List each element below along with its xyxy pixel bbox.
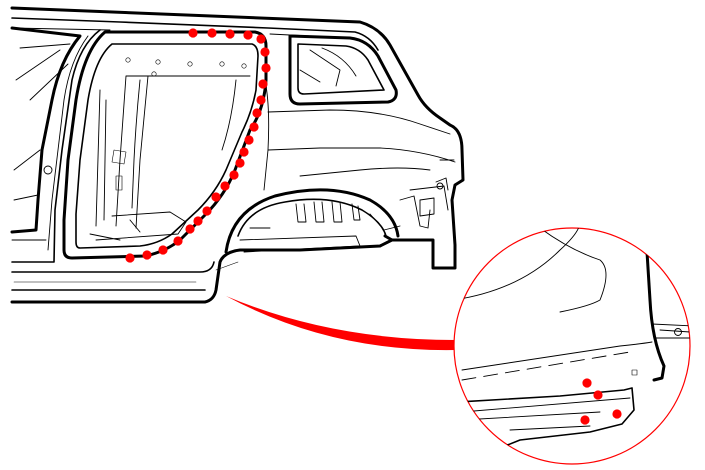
rear-hole xyxy=(436,182,444,190)
quarter-panel-crease xyxy=(267,109,456,177)
callout-leader xyxy=(226,296,455,351)
c-pillar-line xyxy=(263,85,270,191)
roof-inner-line xyxy=(11,17,379,51)
wheel-arch-inner xyxy=(237,198,387,237)
weld-point xyxy=(158,245,168,255)
rocker-upper-line xyxy=(11,261,215,291)
wheel-arch xyxy=(224,188,400,254)
weld-point xyxy=(256,95,266,105)
quarter-window-detail xyxy=(299,47,357,87)
b-pillar xyxy=(11,29,101,263)
door-opening-weld-points xyxy=(125,28,271,263)
detail-panel-line xyxy=(461,341,653,371)
detail-small-square xyxy=(631,369,638,376)
detail-quarter-edge xyxy=(644,234,666,382)
quarter-window xyxy=(288,34,398,106)
weld-point xyxy=(239,147,249,157)
body-side-panel xyxy=(10,6,465,351)
inner-panel-structure xyxy=(89,75,251,241)
detail-body-edge xyxy=(457,387,635,449)
weld-point xyxy=(142,250,152,260)
detail-bracket-hole xyxy=(674,328,682,336)
rocker-detail-line xyxy=(13,261,239,283)
weld-point xyxy=(220,181,230,191)
detail-magnifier xyxy=(453,227,691,465)
weld-point xyxy=(188,28,198,38)
rear-door-opening-inner xyxy=(75,43,259,249)
front-door-opening xyxy=(10,26,82,234)
weld-point xyxy=(256,34,266,44)
detail-weld-point xyxy=(580,415,590,425)
b-pillar-inner xyxy=(11,35,89,251)
weld-point xyxy=(211,192,221,202)
weld-point xyxy=(173,236,183,246)
striker-hole xyxy=(43,165,53,175)
inner-bracket xyxy=(111,149,127,191)
door-frame-holes xyxy=(125,57,247,77)
panel-outer-outline xyxy=(10,6,465,270)
detail-arch-curves xyxy=(454,228,607,313)
wheel-house-slots xyxy=(295,201,361,223)
detail-circle xyxy=(453,227,691,465)
wheel-house-floor xyxy=(239,185,449,253)
front-door-inner xyxy=(13,43,71,201)
weld-point xyxy=(193,216,203,226)
quarter-window-inner xyxy=(297,43,385,95)
inner-pillar-contour xyxy=(131,79,237,209)
weld-point xyxy=(235,158,245,168)
weld-point xyxy=(249,122,259,132)
detail-sill-lines xyxy=(461,397,631,431)
weld-point xyxy=(244,135,254,145)
weld-point xyxy=(252,108,262,118)
weld-point xyxy=(225,29,235,39)
weld-point xyxy=(261,63,271,73)
detail-dashed-crease xyxy=(461,351,631,381)
detail-weld-point xyxy=(612,409,622,419)
detail-weld-point xyxy=(582,378,592,388)
weld-point xyxy=(185,224,195,234)
weld-point xyxy=(207,28,217,38)
weld-point xyxy=(243,30,253,40)
weld-point xyxy=(125,253,135,263)
weld-point xyxy=(202,206,212,216)
detail-weld-points xyxy=(580,378,622,425)
weld-point xyxy=(229,170,239,180)
rear-end-detail xyxy=(419,159,455,217)
weld-point xyxy=(260,47,270,57)
detail-weld-point xyxy=(593,390,603,400)
weld-point xyxy=(258,79,268,89)
rocker-sill xyxy=(10,238,394,304)
